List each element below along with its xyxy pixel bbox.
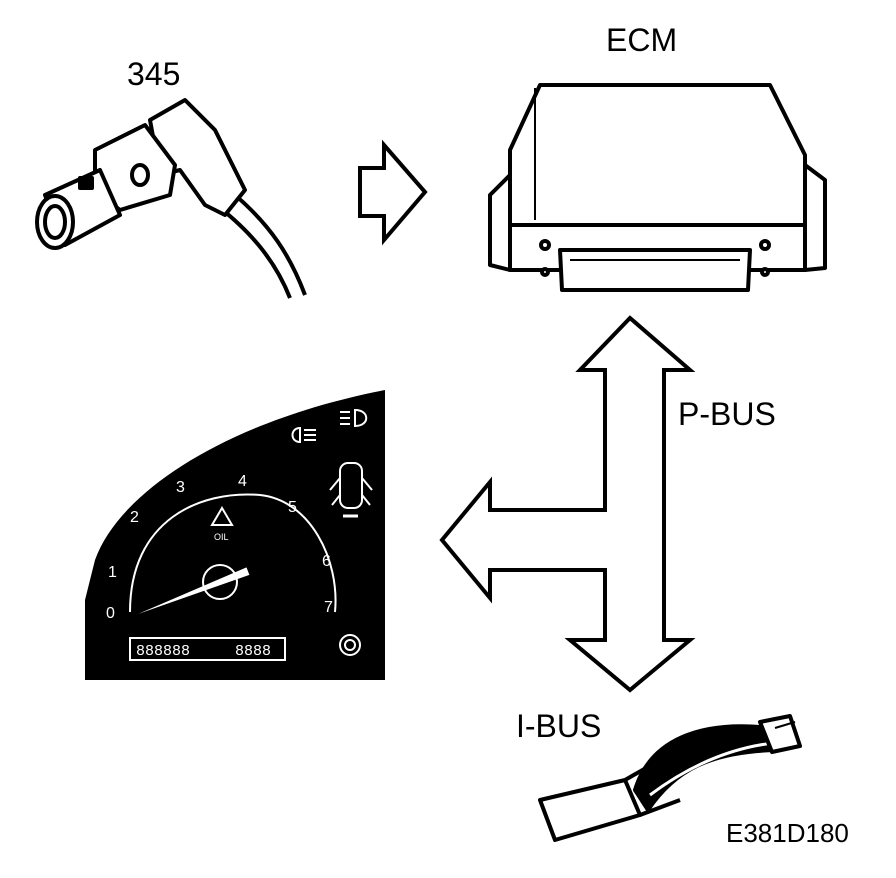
tach-scale-arc [129,493,337,613]
fog-light-icon [291,426,316,444]
sensor-345 [35,98,307,299]
svg-text:888888: 888888 [136,643,190,660]
sensor-label: 345 [127,56,181,92]
odometer-display [129,637,286,661]
tach-needle [138,567,250,614]
tach-scale-labels: 0 1 2 3 4 5 6 7 [106,473,333,622]
tach-hub [202,564,238,600]
tach-label-7: 7 [324,599,333,616]
trip-reset-icon [339,634,361,656]
bus-arrows [439,315,696,693]
tach-label-0: 0 [106,605,115,622]
tach-label-2: 2 [130,509,139,526]
oil-warning-icon [210,506,234,526]
figure-reference: E381D180 [726,818,849,848]
svg-text:OIL: OIL [214,532,229,542]
svg-text:8888: 8888 [235,643,271,660]
ecm-unit [488,83,827,292]
tach-label-1: 1 [108,564,117,581]
ecm-label: ECM [606,22,678,58]
pbus-label: P-BUS [678,396,776,432]
ibus-label: I-BUS [516,708,602,744]
sensor-to-ecm-arrow [358,139,428,246]
instrument-panel: OIL 888888 8888 0 1 2 3 4 5 6 7 [85,390,385,680]
ibus-cable [538,714,802,842]
door-open-icon [329,462,373,518]
tach-label-3: 3 [176,479,185,496]
tach-label-6: 6 [322,553,331,570]
tach-label-4: 4 [238,473,247,490]
tach-label-5: 5 [288,499,297,516]
headlight-icon [340,408,368,428]
